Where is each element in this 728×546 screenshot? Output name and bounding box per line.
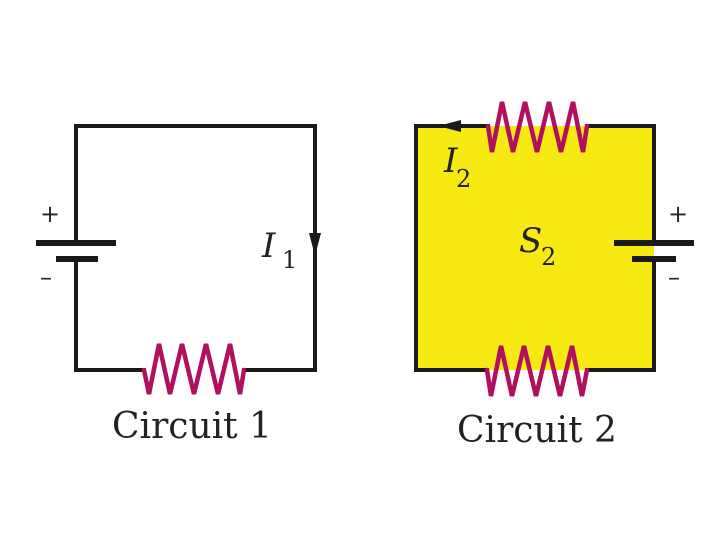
circuit-1-wire [74,124,317,372]
circuit-2-battery [614,240,694,262]
circuit-1-caption: Circuit 1 [112,406,272,447]
circuit-1-resistor [141,343,247,395]
surface-s2-label: S [519,221,542,261]
battery-2-plus-sign: + [668,200,688,228]
surface-s2-fill [416,126,654,370]
current-1-label: I [261,226,276,266]
battery-1-plus-sign: + [40,200,60,228]
current-2-label: I [443,141,458,181]
battery-2-minus-sign: – [668,263,680,291]
current-2-arrow [438,120,461,132]
circuit-2: + – I 2 S 2 Circuit 2 [414,101,694,451]
circuit-2-caption: Circuit 2 [457,410,617,451]
circuit-2-bottom-resistor [484,345,590,397]
current-1-arrow [309,233,321,256]
circuit-2-top-resistor [485,101,590,153]
surface-s2-subscript: 2 [541,243,556,271]
battery-1-minus-sign: – [40,263,52,291]
current-2-subscript: 2 [456,165,471,193]
circuit-1: + – I 1 Circuit 1 [36,124,321,447]
circuit-1-battery [36,240,116,262]
current-1-subscript: 1 [282,246,297,274]
